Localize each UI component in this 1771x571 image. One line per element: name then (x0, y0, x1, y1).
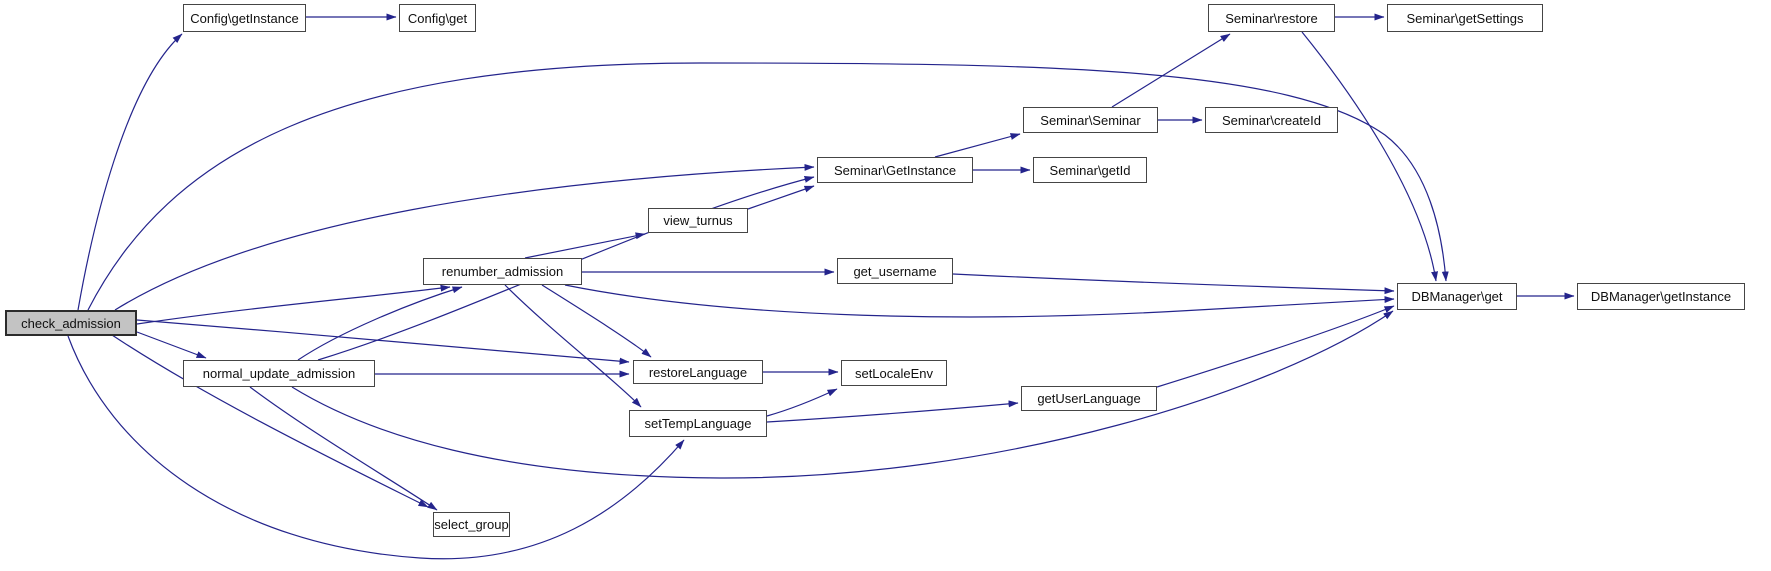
edge-view_turnus-to-seminar_getInstance (747, 185, 815, 210)
graph-node-seminar_seminar[interactable]: Seminar\Seminar (1023, 107, 1158, 133)
graph-node-seminar_getSettings[interactable]: Seminar\getSettings (1387, 4, 1543, 32)
edge-normal_update_admission-to-dbmanager_get (291, 310, 1394, 479)
graph-node-setTempLanguage[interactable]: setTempLanguage (629, 410, 767, 437)
graph-node-label: restoreLanguage (648, 364, 748, 380)
graph-node-config_get[interactable]: Config\get (399, 4, 476, 32)
graph-node-label: Seminar\getId (1049, 162, 1131, 178)
graph-node-label: check_admission (21, 315, 121, 331)
graph-node-restoreLanguage[interactable]: restoreLanguage (633, 360, 763, 384)
edge-renumber_admission-to-dbmanager_get (564, 284, 1395, 318)
edge-check_admission-to-restoreLanguage (136, 319, 630, 365)
graph-node-seminar_createId[interactable]: Seminar\createId (1205, 107, 1338, 133)
graph-node-label: normal_update_admission (202, 366, 356, 381)
edge-get_username-to-dbmanager_get (952, 273, 1395, 295)
graph-node-label: get_username (853, 263, 937, 279)
edge-check_admission-to-setTempLanguage (67, 335, 685, 560)
graph-node-seminar_restore[interactable]: Seminar\restore (1208, 4, 1335, 32)
graph-node-dbmanager_getInstance[interactable]: DBManager\getInstance (1577, 283, 1745, 310)
graph-node-label: DBManager\getInstance (1590, 289, 1732, 304)
graph-node-select_group[interactable]: select_group (433, 512, 510, 537)
graph-node-label: Seminar\createId (1222, 112, 1321, 128)
graph-node-normal_update_admission[interactable]: normal_update_admission (183, 360, 375, 387)
graph-node-label: Seminar\restore (1225, 10, 1318, 26)
graph-node-config_getInstance[interactable]: Config\getInstance (183, 4, 306, 32)
graph-node-label: renumber_admission (441, 264, 564, 279)
edge-check_admission-to-renumber_admission (136, 284, 451, 325)
graph-node-get_username[interactable]: get_username (837, 258, 953, 284)
edge-renumber_admission-to-setTempLanguage (504, 284, 642, 408)
graph-node-label: Seminar\Seminar (1040, 112, 1141, 128)
graph-node-label: select_group (434, 517, 509, 532)
edge-check_admission-to-seminar_getInstance (114, 163, 815, 311)
graph-node-seminar_getId[interactable]: Seminar\getId (1033, 157, 1147, 183)
edge-check_admission-to-dbmanager_get (87, 62, 1449, 311)
edge-check_admission-to-normal_update_admission (136, 331, 207, 359)
graph-node-label: Seminar\GetInstance (833, 162, 957, 178)
edge-setTempLanguage-to-getUserLanguage (766, 400, 1019, 423)
graph-node-label: view_turnus (663, 213, 733, 228)
graph-node-label: getUserLanguage (1037, 391, 1141, 406)
graph-node-label: Config\get (407, 10, 468, 26)
graph-node-renumber_admission[interactable]: renumber_admission (423, 258, 582, 285)
graph-node-label: setLocaleEnv (854, 365, 934, 381)
edge-renumber_admission-to-view_turnus (524, 232, 646, 259)
edge-setTempLanguage-to-setLocaleEnv (766, 388, 838, 417)
graph-node-setLocaleEnv[interactable]: setLocaleEnv (841, 360, 947, 386)
graph-node-seminar_getInstance[interactable]: Seminar\GetInstance (817, 157, 973, 183)
edge-seminar_seminar-to-seminar_restore (1111, 33, 1231, 108)
graph-node-getUserLanguage[interactable]: getUserLanguage (1021, 386, 1157, 411)
graph-node-label: Seminar\getSettings (1406, 10, 1524, 26)
graph-node-dbmanager_get[interactable]: DBManager\get (1397, 283, 1517, 310)
graph-node-label: DBManager\get (1411, 289, 1503, 304)
edge-check_admission-to-config_getInstance (77, 33, 183, 311)
edge-seminar_restore-to-dbmanager_get (1301, 31, 1439, 282)
graph-node-view_turnus[interactable]: view_turnus (648, 208, 748, 233)
edge-renumber_admission-to-restoreLanguage (541, 284, 652, 358)
graph-node-label: setTempLanguage (644, 416, 752, 431)
edge-normal_update_admission-to-select_group (249, 386, 438, 511)
graph-node-check_admission[interactable]: check_admission (5, 310, 137, 336)
edge-normal_update_admission-to-renumber_admission (297, 286, 463, 361)
edge-getUserLanguage-to-dbmanager_get (1156, 305, 1395, 388)
edge-seminar_getInstance-to-seminar_seminar (934, 133, 1021, 158)
graph-node-label: Config\getInstance (190, 10, 299, 26)
edge-check_admission-to-select_group (111, 334, 429, 508)
